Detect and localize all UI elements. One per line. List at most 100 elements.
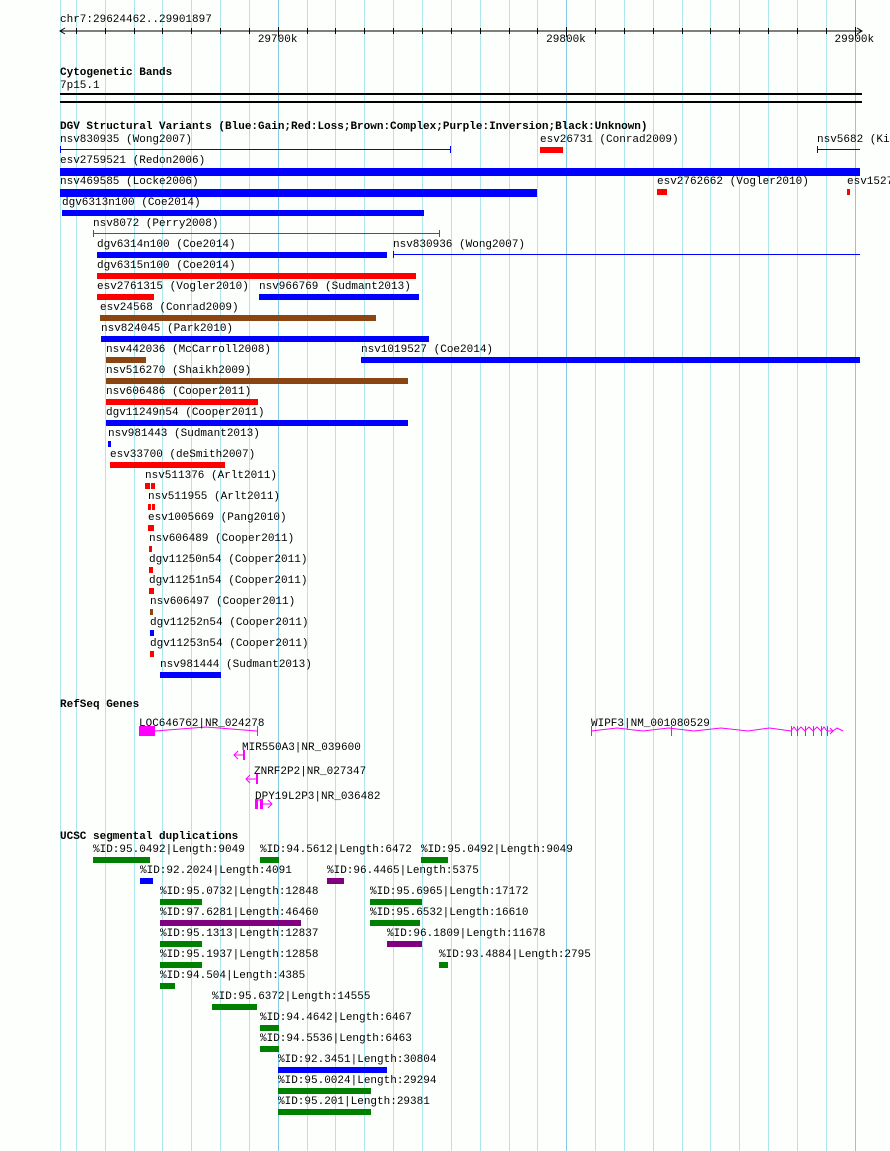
dgv-feature-bar[interactable] <box>149 588 154 594</box>
dgv-feature-label[interactable]: dgv11250n54 (Cooper2011) <box>149 554 308 566</box>
segdup-label[interactable]: %ID:95.0492|Length:9049 <box>421 844 573 856</box>
dgv-feature-bar[interactable] <box>106 399 258 405</box>
segdup-bar[interactable] <box>387 941 422 947</box>
dgv-feature-label[interactable]: nsv830935 (Wong2007) <box>60 134 193 146</box>
segdup-label[interactable]: %ID:95.6372|Length:14555 <box>212 991 371 1003</box>
dgv-feature-label[interactable]: nsv606489 (Cooper2011) <box>149 533 295 545</box>
segdup-bar[interactable] <box>160 941 202 947</box>
gene-label[interactable]: MIR550A3|NR_039600 <box>242 742 361 754</box>
dgv-feature-bar[interactable] <box>151 483 155 489</box>
dgv-feature-label[interactable]: nsv511955 (Arlt2011) <box>148 491 281 503</box>
gene-label[interactable]: ZNRF2P2|NR_027347 <box>254 766 367 778</box>
segdup-label[interactable]: %ID:95.6532|Length:16610 <box>370 907 529 919</box>
dgv-feature-bar[interactable] <box>150 630 154 636</box>
gene-label[interactable]: DPY19L2P3|NR_036482 <box>255 791 381 803</box>
segdup-bar[interactable] <box>140 878 153 884</box>
dgv-feature-label[interactable]: esv26731 (Conrad2009) <box>540 134 679 146</box>
dgv-feature-label[interactable]: esv2759521 (Redon2006) <box>60 155 206 167</box>
segdup-bar[interactable] <box>160 983 175 989</box>
dgv-feature-bar[interactable] <box>110 462 225 468</box>
segdup-bar[interactable] <box>278 1109 371 1115</box>
dgv-feature-bar[interactable] <box>97 273 416 279</box>
segdup-bar[interactable] <box>370 920 420 926</box>
dgv-feature-bar[interactable] <box>259 294 419 300</box>
dgv-feature-bar[interactable] <box>152 504 155 510</box>
segdup-label[interactable]: %ID:95.6965|Length:17172 <box>370 886 529 898</box>
dgv-feature-bar[interactable] <box>101 336 429 342</box>
dgv-feature-bar[interactable] <box>361 357 860 363</box>
dgv-feature-label[interactable]: esv33700 (deSmith2007) <box>110 449 256 461</box>
dgv-feature-label[interactable]: nsv469585 (Locke2006) <box>60 176 199 188</box>
dgv-feature-bar[interactable] <box>160 672 221 678</box>
segdup-label[interactable]: %ID:95.1313|Length:12837 <box>160 928 319 940</box>
dgv-feature-bar[interactable] <box>97 252 387 258</box>
dgv-feature-label[interactable]: nsv8072 (Perry2008) <box>93 218 219 230</box>
dgv-feature-label[interactable]: nsv606497 (Cooper2011) <box>150 596 296 608</box>
segdup-label[interactable]: %ID:92.2024|Length:4091 <box>140 865 292 877</box>
gene-label[interactable]: WIPF3|NM_001080529 <box>591 718 710 730</box>
dgv-feature-label[interactable]: nsv824045 (Park2010) <box>101 323 234 335</box>
segdup-bar[interactable] <box>212 1004 257 1010</box>
dgv-feature-label[interactable]: nsv1019527 (Coe2014) <box>361 344 494 356</box>
dgv-feature-label[interactable]: nsv5682 (Kid <box>817 134 890 146</box>
gene-model[interactable] <box>233 750 245 760</box>
dgv-feature-bar[interactable] <box>847 189 850 195</box>
gene-model[interactable] <box>245 774 258 784</box>
dgv-feature-bar[interactable] <box>100 315 376 321</box>
dgv-feature-label[interactable]: nsv516270 (Shaikh2009) <box>106 365 252 377</box>
dgv-feature-bar[interactable] <box>106 420 408 426</box>
dgv-feature-label[interactable]: nsv442036 (McCarroll2008) <box>106 344 272 356</box>
segdup-bar[interactable] <box>278 1088 371 1094</box>
dgv-feature-label[interactable]: nsv981444 (Sudmant2013) <box>160 659 312 671</box>
gene-model[interactable] <box>590 726 844 736</box>
dgv-feature-label[interactable]: nsv966769 (Sudmant2013) <box>259 281 411 293</box>
segdup-label[interactable]: %ID:95.0732|Length:12848 <box>160 886 319 898</box>
dgv-feature-label[interactable]: esv24568 (Conrad2009) <box>100 302 239 314</box>
dgv-feature-label[interactable]: dgv11253n54 (Cooper2011) <box>150 638 309 650</box>
dgv-feature-label[interactable]: dgv6314n100 (Coe2014) <box>97 239 236 251</box>
dgv-feature-label[interactable]: esv1005669 (Pang2010) <box>148 512 287 524</box>
dgv-feature-line[interactable] <box>393 254 860 255</box>
dgv-feature-label[interactable]: dgv6315n100 (Coe2014) <box>97 260 236 272</box>
dgv-feature-line[interactable] <box>93 233 439 234</box>
gene-label[interactable]: LOC646762|NR_024278 <box>139 718 265 730</box>
segdup-label[interactable]: %ID:92.3451|Length:30804 <box>278 1054 437 1066</box>
dgv-feature-bar[interactable] <box>106 357 146 363</box>
dgv-feature-label[interactable]: dgv11251n54 (Cooper2011) <box>149 575 308 587</box>
segdup-bar[interactable] <box>260 1046 279 1052</box>
dgv-feature-bar[interactable] <box>540 147 563 153</box>
dgv-feature-bar[interactable] <box>62 210 424 216</box>
segdup-bar[interactable] <box>93 857 150 863</box>
dgv-feature-bar[interactable] <box>149 567 153 573</box>
gene-model[interactable] <box>139 726 258 736</box>
dgv-feature-label[interactable]: nsv830936 (Wong2007) <box>393 239 526 251</box>
dgv-feature-label[interactable]: nsv511376 (Arlt2011) <box>145 470 278 482</box>
dgv-feature-bar[interactable] <box>148 504 151 510</box>
segdup-label[interactable]: %ID:95.201|Length:29381 <box>278 1096 430 1108</box>
segdup-label[interactable]: %ID:95.0024|Length:29294 <box>278 1075 437 1087</box>
dgv-feature-bar[interactable] <box>145 483 150 489</box>
dgv-feature-label[interactable]: esv2761315 (Vogler2010) <box>97 281 249 293</box>
segdup-label[interactable]: %ID:94.504|Length:4385 <box>160 970 306 982</box>
dgv-feature-label[interactable]: esv1527 <box>847 176 890 188</box>
segdup-bar[interactable] <box>278 1067 387 1073</box>
segdup-label[interactable]: %ID:97.6281|Length:46460 <box>160 907 319 919</box>
segdup-label[interactable]: %ID:93.4884|Length:2795 <box>439 949 591 961</box>
segdup-bar[interactable] <box>370 899 422 905</box>
dgv-feature-bar[interactable] <box>657 189 667 195</box>
segdup-bar[interactable] <box>260 857 279 863</box>
segdup-label[interactable]: %ID:94.5536|Length:6463 <box>260 1033 412 1045</box>
dgv-feature-bar[interactable] <box>60 168 860 176</box>
segdup-label[interactable]: %ID:94.5612|Length:6472 <box>260 844 412 856</box>
segdup-bar[interactable] <box>421 857 448 863</box>
dgv-feature-bar[interactable] <box>108 441 111 447</box>
dgv-feature-bar[interactable] <box>97 294 154 300</box>
dgv-feature-bar[interactable] <box>60 189 537 197</box>
segdup-label[interactable]: %ID:95.0492|Length:9049 <box>93 844 245 856</box>
gene-model[interactable] <box>255 799 273 809</box>
segdup-bar[interactable] <box>160 899 202 905</box>
dgv-feature-label[interactable]: nsv606486 (Cooper2011) <box>106 386 252 398</box>
dgv-feature-bar[interactable] <box>106 378 408 384</box>
segdup-bar[interactable] <box>260 1025 279 1031</box>
segdup-label[interactable]: %ID:96.1809|Length:11678 <box>387 928 546 940</box>
